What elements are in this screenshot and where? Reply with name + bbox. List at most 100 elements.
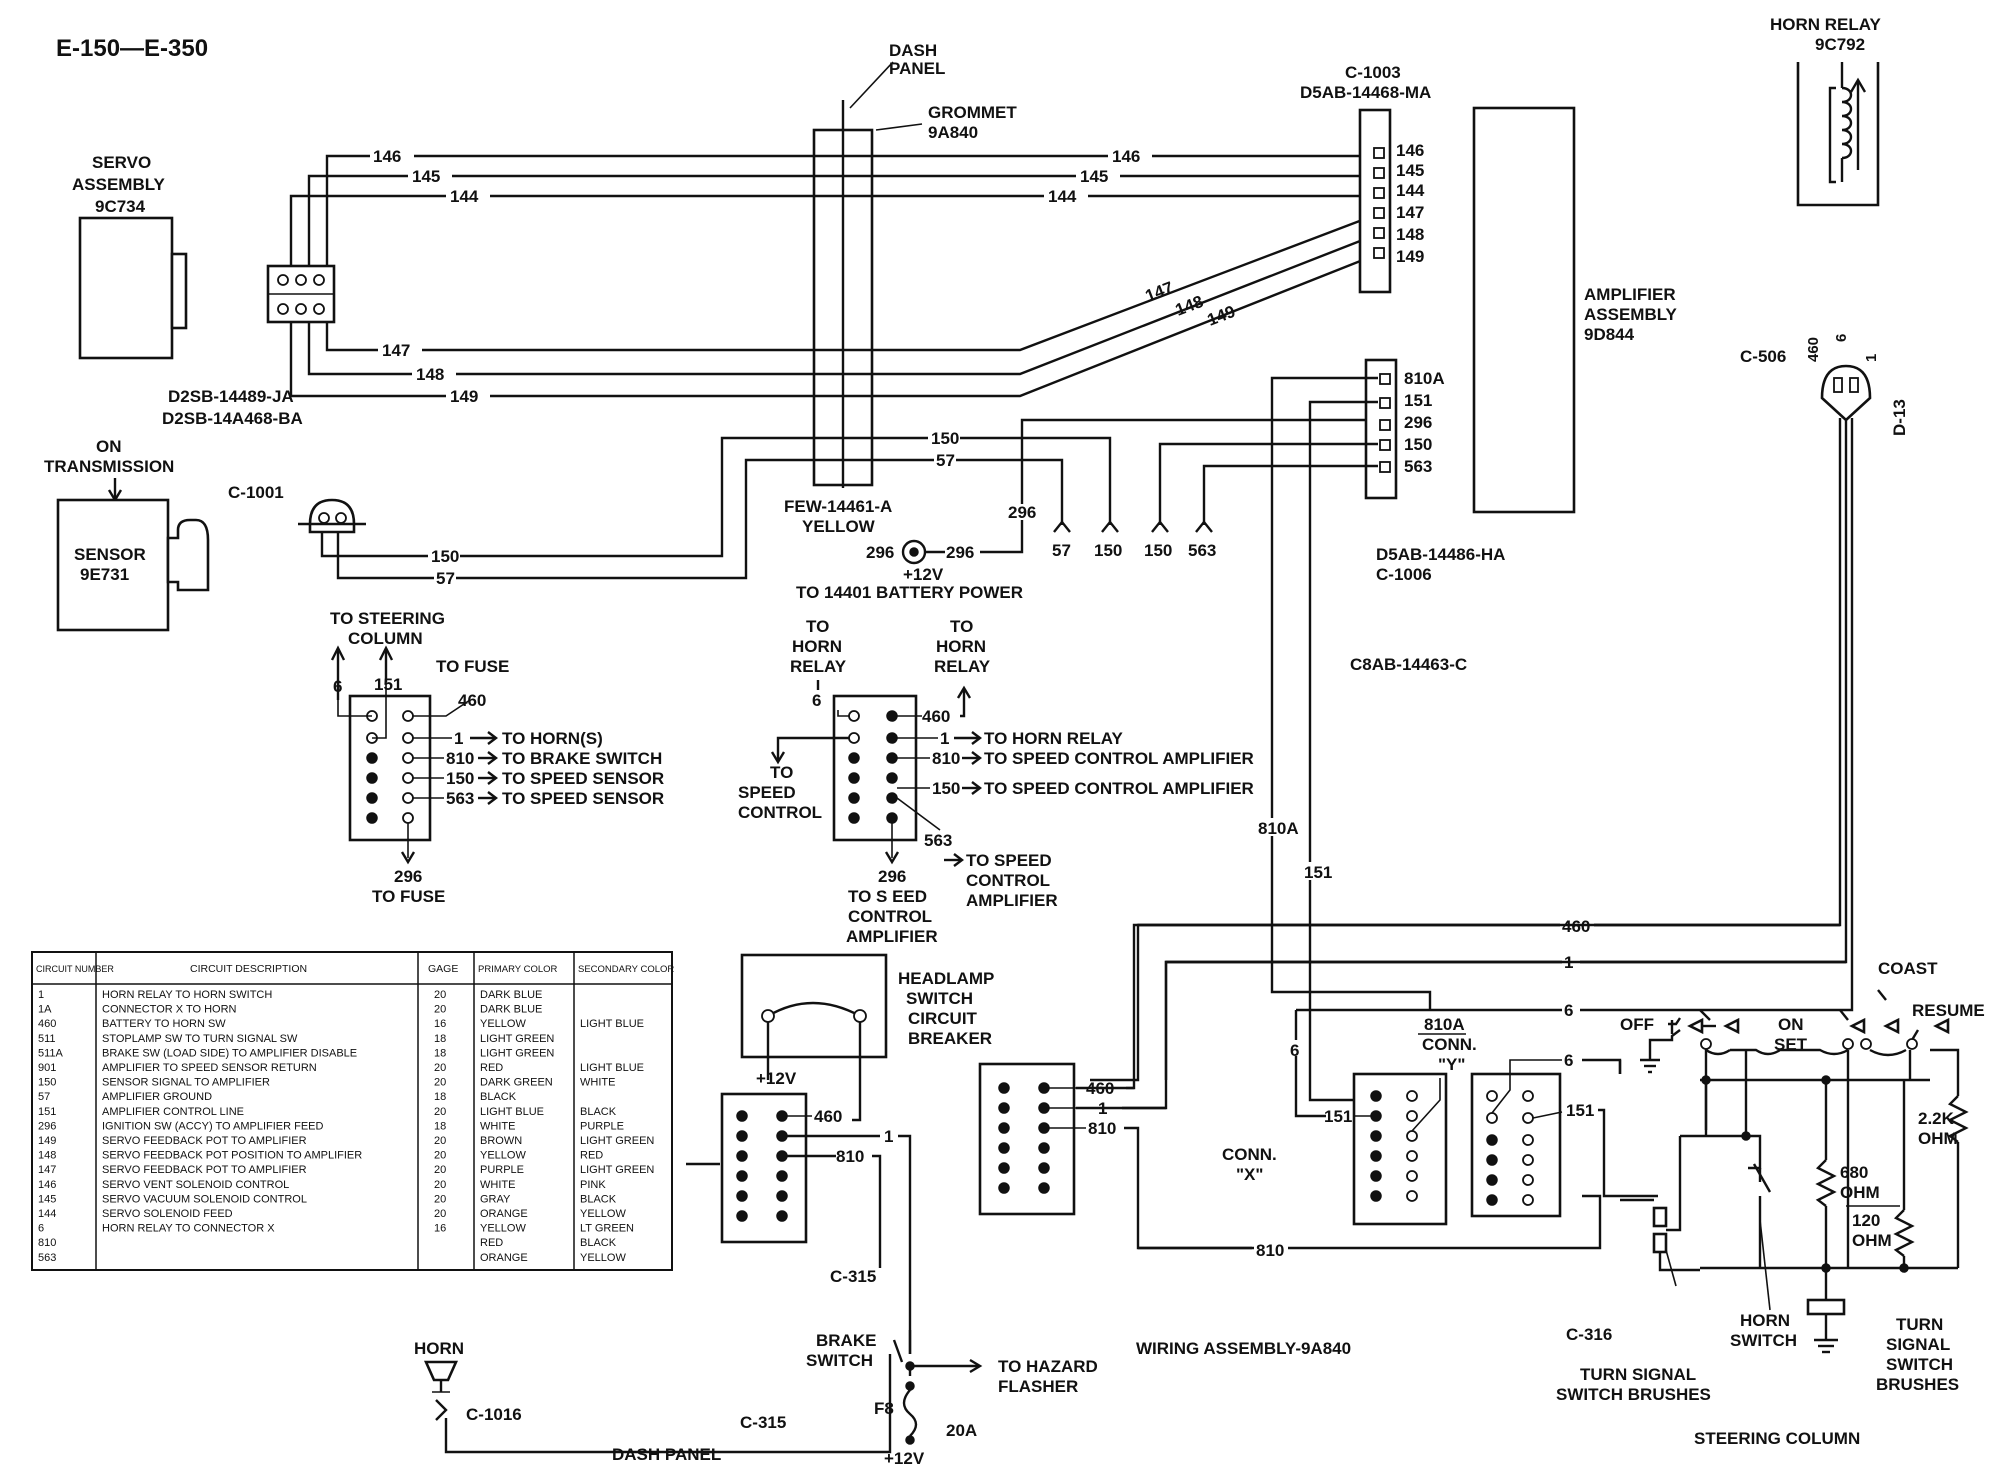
table-cell: 18: [434, 1033, 446, 1045]
headlamp-breaker: HEADLAMP SWITCH CIRCUIT BREAKER +12V 460…: [686, 953, 994, 1354]
wire-label-148-right: 148: [1173, 292, 1206, 320]
table-cell: 149: [38, 1135, 56, 1147]
wire-label-144-left: 144: [450, 187, 479, 206]
battery-feed: 296 296 296 +12V TO 14401 BATTERY POWER: [796, 418, 1378, 602]
table-cell: 1: [38, 989, 44, 1001]
table-cell: 144: [38, 1208, 56, 1220]
table-cell: 20: [434, 1004, 446, 1016]
table-cell: YELLOW: [480, 1223, 526, 1235]
table-cell: LIGHT GREEN: [480, 1047, 554, 1059]
c1003-label-1: C-1003: [1345, 63, 1401, 82]
table-cell: BROWN: [480, 1135, 522, 1147]
table-cell: 511A: [38, 1047, 64, 1059]
servo-assembly: SERVO ASSEMBLY 9C734: [72, 153, 188, 360]
mcv-top-right-3: RELAY: [934, 657, 991, 676]
c506-pin-6: 6: [1833, 334, 1850, 342]
lcv-pin-460: 460: [458, 691, 486, 710]
coast-label: COAST: [1878, 959, 1938, 978]
mcv-row2-text: TO SPEED CONTROL AMPLIFIER: [984, 749, 1254, 768]
conny-151: 151: [1324, 1107, 1352, 1126]
brake-fuse-horn: C-315 BRAKE SWITCH TO HAZARD FLASHER F8 …: [414, 1267, 1098, 1468]
table-cell: BLACK: [580, 1237, 617, 1249]
table-cell: LIGHT GREEN: [580, 1135, 654, 1147]
dash-panel-grommet: DASH PANEL GROMMET 9A840 FEW-14461-A YEL…: [784, 41, 1017, 536]
lcv-row2-text: TO BRAKE SWITCH: [502, 749, 662, 768]
table-cell: PINK: [580, 1179, 606, 1191]
sensor-note-2: TRANSMISSION: [44, 457, 174, 476]
r22k-1: 2.2K: [1918, 1109, 1955, 1128]
mcv-row3-num: 150: [932, 779, 960, 798]
table-cell: IGNITION SW (ACCY) TO AMPLIFIER FEED: [102, 1120, 324, 1132]
tsb-right-4: BRUSHES: [1876, 1375, 1959, 1394]
lcv-row4-num: 563: [446, 789, 474, 808]
table-cell: 511: [38, 1033, 56, 1045]
table-cell: 57: [38, 1091, 50, 1103]
mcv-side-1: TO: [770, 763, 793, 782]
wire-label-151-vertical: 151: [1304, 863, 1332, 882]
fuse-label-20a: 20A: [946, 1421, 977, 1440]
grommet-label-2: 9A840: [928, 123, 978, 142]
sensor-label-2: 9E731: [80, 565, 129, 584]
lcv-row3-num: 150: [446, 769, 474, 788]
r680-1: 680: [1840, 1163, 1868, 1182]
table-cell: LIGHT BLUE: [580, 1062, 644, 1074]
table-cell: 563: [38, 1252, 56, 1264]
amplifier-label-3: 9D844: [1584, 325, 1635, 344]
steering-column-label: STEERING COLUMN: [1694, 1429, 1860, 1448]
wire-label-147-right: 147: [1143, 278, 1176, 306]
mcv-top-right-1: TO: [950, 617, 973, 636]
brake-switch-label-1: BRAKE: [816, 1331, 876, 1350]
wire-label-296-right: 296: [946, 543, 974, 562]
table-cell: 146: [38, 1179, 56, 1191]
sensor-note-1: ON: [96, 437, 122, 456]
table-cell: ORANGE: [480, 1252, 528, 1264]
terminal-57: 57: [1052, 541, 1071, 560]
r120-1: 120: [1852, 1211, 1880, 1230]
mcv-top-left-3: RELAY: [790, 657, 847, 676]
grommet-label-1: GROMMET: [928, 103, 1017, 122]
bottom-terminals: 57 150 150 563: [1050, 436, 1216, 560]
dash-panel-bottom-label: DASH PANEL: [612, 1445, 721, 1464]
mcv-row3-text: TO SPEED CONTROL AMPLIFIER: [984, 779, 1254, 798]
c1006-pin-150: 150: [1404, 435, 1432, 454]
c506-pin-1: 1: [1863, 354, 1880, 362]
table-cell: SERVO FEEDBACK POT POSITION TO AMPLIFIER: [102, 1150, 362, 1162]
few-label-1: FEW-14461-A: [784, 497, 892, 516]
amplifier-assembly: AMPLIFIER ASSEMBLY 9D844: [1472, 106, 1678, 514]
r22k-2: OHM: [1918, 1129, 1958, 1148]
plus12v-fuse: +12V: [884, 1449, 925, 1468]
tsb-left-1: TURN SIGNAL: [1580, 1365, 1696, 1384]
table-cell: BLACK: [580, 1106, 617, 1118]
steering-column-switches: OFF ON SET COAST RESUME 2.2K OHM: [1556, 959, 1985, 1448]
servo-label-1: SERVO: [92, 153, 151, 172]
lcv-row1-num: 1: [454, 729, 463, 748]
c1003-pin-149: 149: [1396, 247, 1424, 266]
table-cell: LIGHT BLUE: [480, 1106, 544, 1118]
table-cell: PURPLE: [580, 1120, 624, 1132]
table-cell: BATTERY TO HORN SW: [102, 1018, 226, 1030]
lcv-bottom-2: TO FUSE: [372, 887, 445, 906]
lcv-top-2: COLUMN: [348, 629, 423, 648]
table-cell: 147: [38, 1164, 56, 1176]
mcv-row2-num: 810: [932, 749, 960, 768]
table-cell: 1A: [38, 1004, 52, 1016]
table-cell: 150: [38, 1077, 56, 1089]
wire-label-146-left: 146: [373, 147, 401, 166]
dash-panel-top-1: DASH: [889, 41, 937, 60]
mcv-bottom-3: CONTROL: [848, 907, 932, 926]
table-cell: AMPLIFIER GROUND: [102, 1091, 212, 1103]
conn-x-feed-wires: 460 1 6: [1076, 916, 1846, 1110]
brake-switch-label-2: SWITCH: [806, 1351, 873, 1370]
third-151: 151: [1566, 1101, 1594, 1120]
mcv-top-left-2: HORN: [792, 637, 842, 656]
mcv-bottom-2: TO S EED: [848, 887, 927, 906]
wire-label-6-conn: 6: [1290, 1041, 1299, 1060]
headlamp-label-4: BREAKER: [908, 1029, 992, 1048]
headlamp-label-3: CIRCUIT: [908, 1009, 978, 1028]
headlamp-label-2: SWITCH: [906, 989, 973, 1008]
horn-relay-label-1: HORN RELAY: [1770, 15, 1881, 34]
conn-y-label-2: CONN.: [1422, 1035, 1477, 1054]
c8ab-label: C8AB-14463-C: [1350, 655, 1467, 674]
mcv-top-right-2: HORN: [936, 637, 986, 656]
horn-label: HORN: [414, 1339, 464, 1358]
